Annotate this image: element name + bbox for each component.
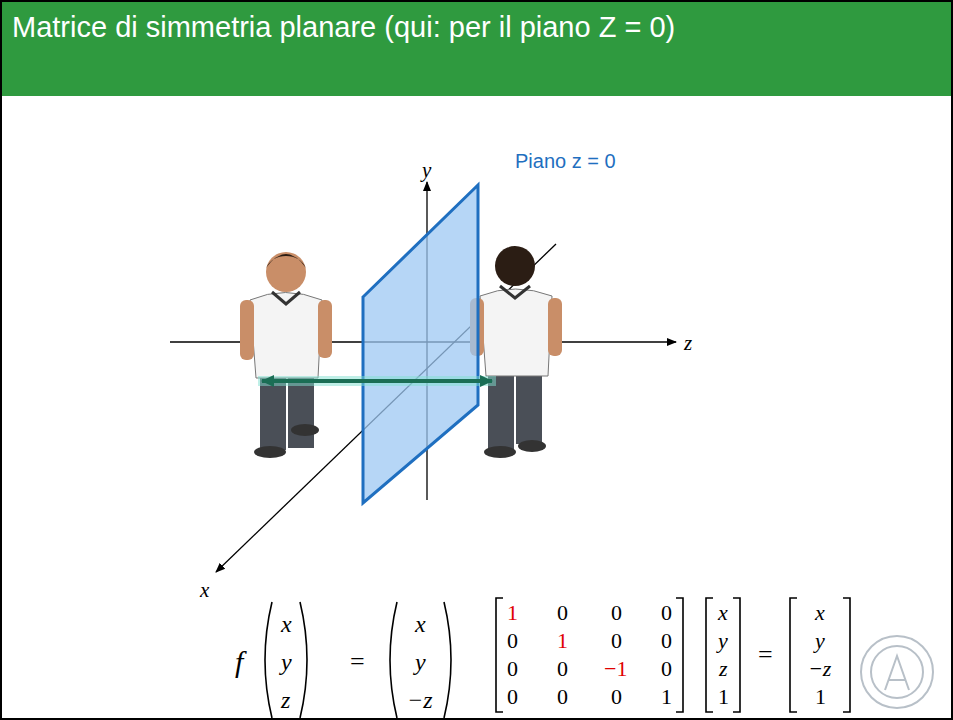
math-term: 1 [718,686,729,708]
math-term: −1 [604,658,627,680]
math-term: y [281,650,292,674]
math-term: z [719,658,728,680]
math-term: y [815,630,825,652]
math-term: −z [808,658,831,680]
person-right [470,246,562,458]
math-term: 0 [611,602,622,624]
math-term: 0 [507,658,518,680]
math-term: z [281,688,290,712]
university-seal [861,636,933,708]
math-term: y [718,630,728,652]
person-left [240,252,332,458]
slide-title: Matrice di simmetria planare (qui: per i… [12,8,912,46]
plane-label: Piano z = 0 [515,151,616,171]
math-term: 1 [815,686,826,708]
math-term: x [815,602,825,624]
math-term: y [415,650,426,674]
math-term: x [415,612,426,636]
math-term: 0 [611,630,622,652]
math-term: 0 [661,602,672,624]
axis-label: z [684,333,692,354]
math-term: 0 [557,602,568,624]
mirror-plane [363,185,478,503]
math-term: 0 [661,658,672,680]
math-term: x [281,612,292,636]
math-term: −z [407,688,433,712]
axis-label: x [200,580,209,601]
math-term: 0 [557,658,568,680]
math-term: = [350,649,365,675]
math-term: 0 [507,686,518,708]
math-term: = [758,642,773,668]
math-term: 0 [611,686,622,708]
axis-label: y [422,160,431,181]
math-term: 0 [557,686,568,708]
math-term: 0 [507,630,518,652]
math-term: 1 [507,602,518,624]
math-term: 0 [661,630,672,652]
math-term: f [235,647,243,677]
math-term: 1 [557,630,568,652]
math-term: x [718,602,728,624]
math-term: 1 [661,686,672,708]
